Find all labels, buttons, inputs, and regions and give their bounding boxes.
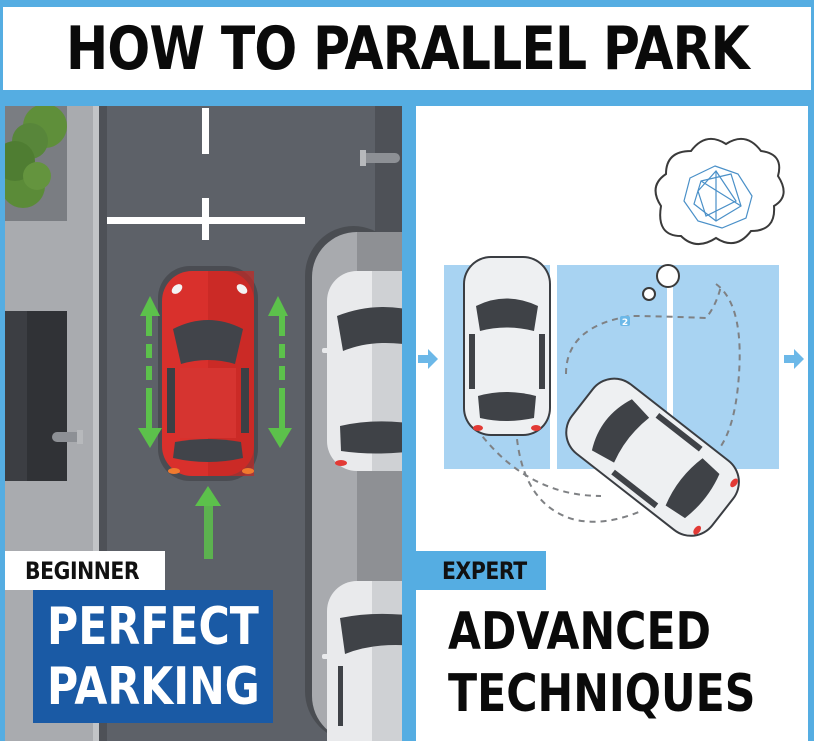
white-car-icon (322, 271, 402, 471)
expert-badge-label: EXPERT (442, 556, 527, 585)
blue-arrow-icon (418, 349, 804, 369)
thought-cloud-icon (642, 137, 785, 301)
maneuver-diagram: 2 (418, 137, 804, 537)
geometry-icon (683, 165, 753, 229)
expert-headline-line-2: TECHNIQUES (448, 664, 756, 724)
page-title: HOW TO PARALLEL PARK (65, 13, 750, 84)
expert-headline-line-1: ADVANCED (448, 602, 712, 662)
title-banner: HOW TO PARALLEL PARK (3, 7, 811, 90)
beginner-headline-line-1: PERFECT (47, 596, 259, 657)
expert-panel: 2 (416, 106, 808, 741)
beginner-badge: BEGINNER (5, 551, 165, 590)
beginner-badge-label: BEGINNER (25, 556, 140, 585)
tree-icon (5, 106, 67, 208)
green-arrow-icon (138, 296, 292, 559)
curb-bollard-icon (52, 430, 83, 444)
beginner-headline-line-2: PARKING (47, 656, 260, 717)
step-marker-label: 2 (622, 318, 628, 328)
street-scene-illustration (5, 106, 402, 741)
beginner-headline: PERFECT PARKING (33, 590, 273, 723)
red-car-icon (158, 266, 258, 481)
white-car-icon (463, 256, 551, 436)
white-car-icon (322, 581, 402, 741)
white-car-icon (565, 377, 740, 537)
expert-headline: ADVANCED TECHNIQUES (448, 598, 788, 728)
expert-badge: EXPERT (416, 551, 546, 590)
beginner-panel (5, 106, 402, 741)
step-marker-badge (620, 316, 630, 326)
